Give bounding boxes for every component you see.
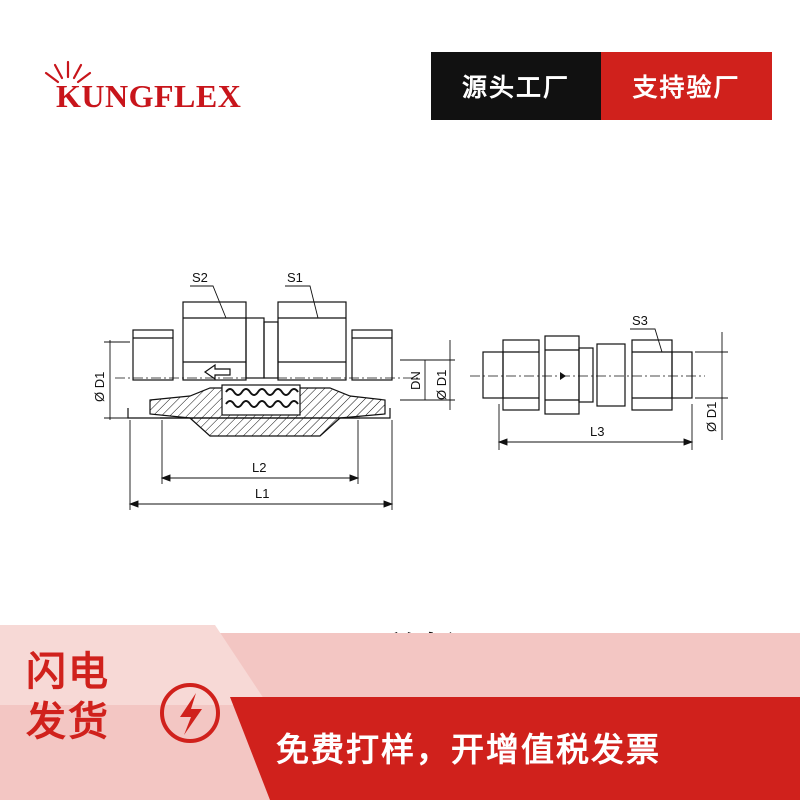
- label-l3: L3: [590, 424, 604, 439]
- label-d1-left: Ø D1: [92, 372, 107, 402]
- label-l2: L2: [252, 460, 266, 475]
- label-s2: S2: [192, 270, 208, 285]
- right-valve-outline: [482, 335, 693, 415]
- label-s1: S1: [287, 270, 303, 285]
- footer-background: [0, 625, 800, 800]
- promo-footer: 闪电 发货 免费打样，开增值税发票: [0, 625, 800, 800]
- check-valve-drawing: S2 S1 S3 Ø D1 DN Ø D1 L2 L1: [92, 270, 728, 510]
- badge-source-factory: 源头工厂: [431, 52, 601, 120]
- flow-arrow-small-icon: [560, 372, 566, 380]
- lightning-icon: [160, 683, 220, 743]
- header-badges: 源头工厂 支持验厂: [431, 52, 772, 120]
- flash-delivery-line1: 闪电: [26, 649, 110, 695]
- logo-rays-icon: [44, 60, 92, 84]
- label-d1-small: Ø D1: [704, 402, 719, 432]
- badge-factory-audit: 支持验厂: [601, 52, 772, 120]
- brand-name: KUNGFLEX: [56, 78, 242, 114]
- flow-arrow-icon: [203, 363, 231, 381]
- brand-logo: KUNGFLEX: [40, 58, 290, 128]
- flash-delivery-line2: 发货: [26, 699, 110, 745]
- left-valve-outline: [127, 301, 393, 419]
- label-l1: L1: [255, 486, 269, 501]
- label-dn: DN: [408, 371, 423, 390]
- label-s3: S3: [632, 313, 648, 328]
- label-d1-right: Ø D1: [434, 370, 449, 400]
- spring-icon: [225, 388, 299, 396]
- promo-text: 免费打样，开增值税发票: [276, 730, 661, 769]
